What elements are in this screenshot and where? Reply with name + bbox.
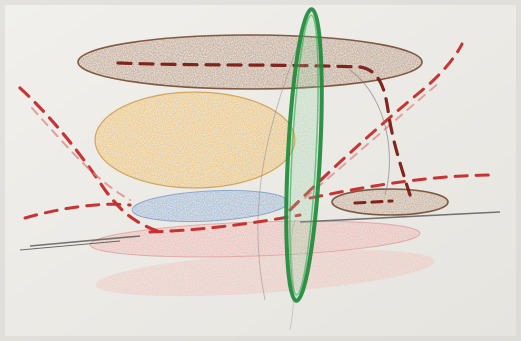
orange-oval bbox=[95, 92, 295, 188]
